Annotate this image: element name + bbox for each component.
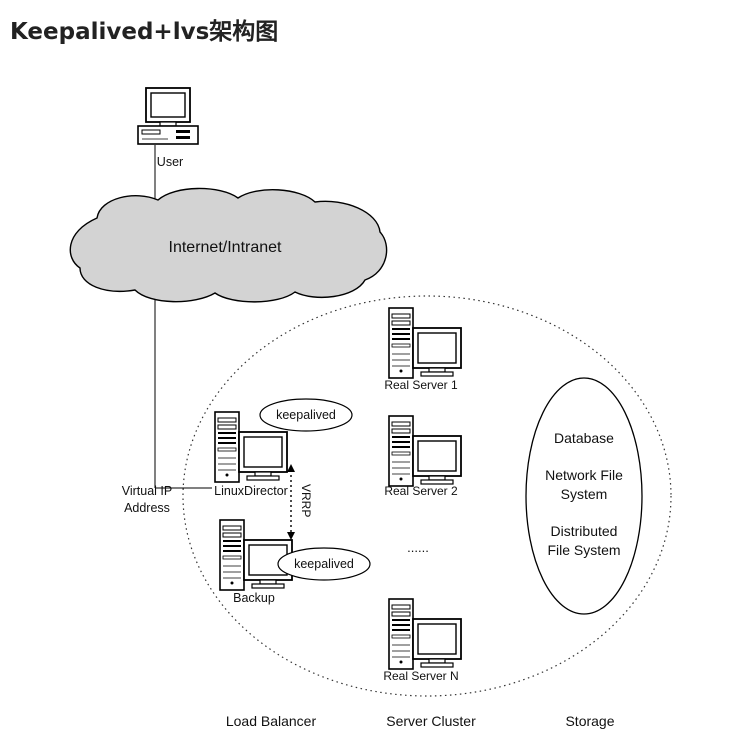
keepalived-bubble-top [259,398,353,432]
storage-dfs-line2: File System [547,542,620,558]
footer-load-balancer: Load Balancer [226,713,317,729]
backup-server-icon [219,519,293,591]
cluster-boundary [182,295,672,697]
vip-label-line1: Virtual IP [122,484,173,498]
real-server-2-icon [388,415,462,487]
storage-ellipse [525,377,643,615]
ellipsis-text: ...... [407,540,429,555]
real-server-1-icon [388,307,462,379]
real-server-1-label: Real Server 1 [384,378,458,392]
vrrp-label: VRRP [299,484,313,517]
storage-nfs-line1: Network File [545,467,623,483]
storage-dfs-line1: Distributed [551,523,618,539]
vip-label-line2: Address [124,501,170,515]
storage-database-label: Database [554,430,614,446]
backup-label: Backup [233,591,275,605]
real-server-n-icon [388,598,462,670]
footer-server-cluster: Server Cluster [386,713,476,729]
director-label: LinuxDirector [214,484,288,498]
storage-nfs-line2: System [561,486,608,502]
keepalived-label-bottom: keepalived [294,557,354,571]
vrrp-arrow-down [287,532,295,540]
user-computer-icon [137,87,199,145]
cloud-label: Internet/Intranet [169,239,283,256]
keepalived-bubble-bottom [277,547,371,581]
vrrp-arrow-up [287,464,295,472]
page-title: Keepalived+lvs架构图 [10,19,279,45]
cloud-shape [69,187,388,303]
footer-storage: Storage [565,713,614,729]
user-label: User [157,155,183,169]
real-server-n-label: Real Server N [383,669,458,683]
real-server-2-label: Real Server 2 [384,484,458,498]
keepalived-label-top: keepalived [276,408,336,422]
